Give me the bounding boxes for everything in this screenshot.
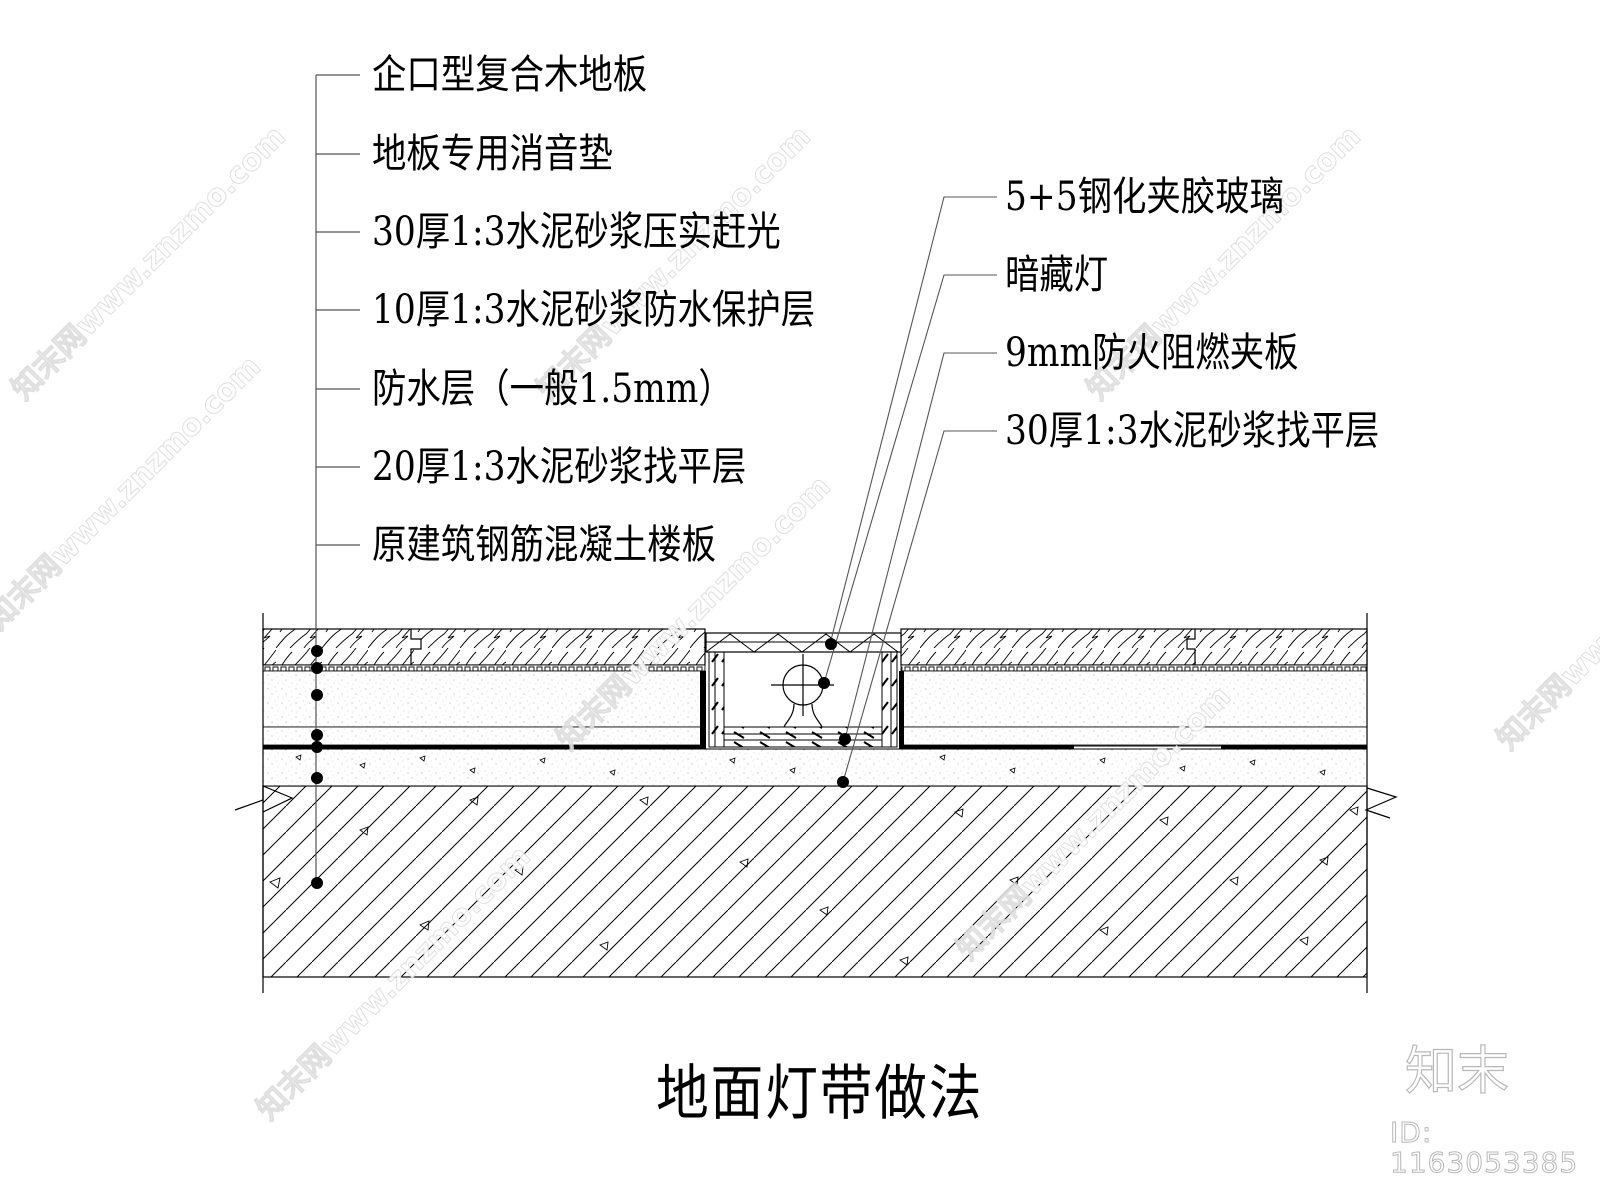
label-sound-pad: 地板专用消音垫 [372, 131, 613, 177]
label-concrete-slab: 原建筑钢筋混凝土楼板 [372, 522, 716, 568]
label-mortar-10: 10厚1:3水泥砂浆防水保护层 [372, 287, 816, 333]
section-border [234, 613, 1398, 993]
leveling-layer [262, 748, 1368, 787]
brand-logo: 知末 [1404, 1042, 1510, 1102]
mortar-layers-left [262, 628, 706, 749]
asset-id: ID: 1163053385 [1390, 1116, 1579, 1179]
drawing-title: 地面灯带做法 [656, 1059, 984, 1129]
left-leader [311, 74, 360, 889]
label-waterproof: 防水层（一般1.5mm） [372, 366, 733, 412]
label-laminate-floor: 企口型复合木地板 [372, 52, 648, 98]
label-leveling-30: 30厚1:3水泥砂浆找平层 [1005, 408, 1380, 454]
mortar-layers-right [899, 628, 1368, 749]
label-mortar-30: 30厚1:3水泥砂浆压实赶光 [372, 209, 781, 255]
light-box [705, 632, 902, 748]
concrete-slab [262, 785, 1368, 978]
label-laminated-glass: 5+5钢化夹胶玻璃 [1005, 174, 1285, 220]
label-fire-plywood: 9mm防火阻燃夹板 [1005, 330, 1299, 376]
hidden-lamp-icon [771, 654, 834, 728]
right-leaders [818, 196, 997, 788]
label-leveling-20: 20厚1:3水泥砂浆找平层 [372, 444, 747, 490]
label-hidden-light: 暗藏灯 [1005, 252, 1109, 298]
